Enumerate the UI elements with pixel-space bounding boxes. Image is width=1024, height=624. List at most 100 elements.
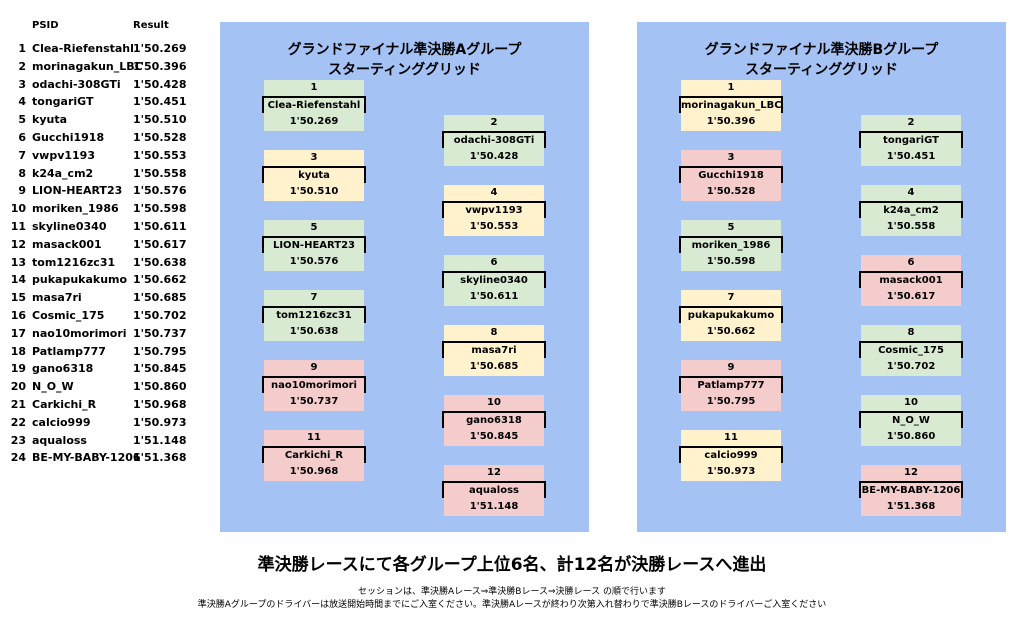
rank-number: 22: [10, 415, 26, 429]
lap-time: 1'50.795: [133, 344, 187, 358]
rank-number: 13: [10, 255, 26, 269]
group-b-title: グランドファイナル準決勝Bグループ スターティンググリッド: [637, 40, 1006, 80]
rank-number: 4: [18, 95, 26, 109]
result-row: 22 calcio999 1'50.973: [8, 414, 208, 432]
grid-driver-name: calcio999: [679, 446, 783, 463]
grid-lap-time: 1'50.685: [444, 358, 544, 376]
grid-driver-name: gano6318: [442, 411, 546, 428]
grid-driver-name: morinagakun_LBC: [679, 96, 783, 113]
grid-driver-name: tom1216zc31: [262, 306, 366, 323]
driver-psid: BE-MY-BABY-1206: [32, 451, 141, 465]
group-a-title-line1: グランドファイナル準決勝Aグループ: [287, 42, 522, 58]
driver-psid: Carkichi_R: [32, 398, 97, 411]
driver-psid: calcio999: [32, 415, 91, 429]
lap-time: 1'50.638: [133, 255, 187, 269]
driver-psid: gano6318: [32, 362, 94, 376]
grid-position: 6: [444, 255, 544, 271]
psid-header: PSID: [32, 20, 59, 31]
grid-lap-time: 1'50.611: [444, 288, 544, 306]
grid-driver-name: aqualoss: [442, 481, 546, 498]
driver-psid: aqualoss: [32, 433, 87, 447]
grid-lap-time: 1'50.617: [861, 288, 961, 306]
driver-psid: N_O_W: [32, 380, 74, 394]
grid-driver-name: Carkichi_R: [262, 446, 366, 463]
grid-lap-time: 1'50.558: [861, 218, 961, 236]
driver-psid: nao10morimori: [32, 326, 127, 340]
result-row: 17 nao10morimori 1'50.737: [8, 325, 208, 343]
driver-psid: skyline0340: [32, 220, 107, 233]
grid-lap-time: 1'50.845: [444, 428, 544, 446]
lap-time: 1'50.968: [133, 398, 187, 411]
grid-position: 2: [444, 115, 544, 131]
rank-number: 15: [10, 291, 26, 305]
lap-time: 1'50.685: [133, 291, 187, 305]
grid-position: 1: [681, 80, 781, 96]
grid-position: 2: [861, 115, 961, 131]
grid-lap-time: 1'50.737: [264, 393, 364, 411]
grid-driver-name: LION-HEART23: [262, 236, 366, 253]
lap-time: 1'50.702: [133, 309, 187, 322]
rank-number: 6: [18, 131, 26, 144]
result-row: 6 Gucchi1918 1'50.528: [8, 129, 208, 147]
lap-time: 1'50.528: [133, 131, 187, 144]
grid-position: 4: [444, 185, 544, 201]
grid-driver-name: masack001: [859, 271, 963, 288]
driver-psid: Clea-Riefenstahl: [32, 42, 134, 55]
rank-number: 17: [10, 326, 26, 340]
lap-time: 1'50.451: [133, 95, 187, 109]
grid-position: 5: [264, 220, 364, 236]
session-order-note: セッションは、準決勝Aレース⇒準決勝Bレース⇒決勝レース の順で行います: [358, 587, 666, 597]
grid-position: 9: [681, 360, 781, 376]
grid-lap-time: 1'50.576: [264, 253, 364, 271]
grid-lap-time: 1'50.702: [861, 358, 961, 376]
entry-instructions-note: 準決勝Aグループのドライバーは放送開始時間までにご入室ください。準決勝Aレースが…: [197, 600, 827, 610]
grid-driver-name: kyuta: [262, 166, 366, 183]
result-header: Result: [133, 20, 169, 31]
grid-driver-name: Gucchi1918: [679, 166, 783, 183]
lap-time: 1'50.973: [133, 415, 187, 429]
rank-number: 16: [10, 309, 26, 322]
lap-time: 1'50.737: [133, 326, 187, 340]
grid-position: 9: [264, 360, 364, 376]
grid-lap-time: 1'51.368: [861, 498, 961, 516]
grid-position: 10: [444, 395, 544, 411]
grid-position: 7: [681, 290, 781, 306]
rank-number: 3: [18, 77, 26, 91]
lap-time: 1'50.598: [133, 202, 187, 216]
driver-psid: Patlamp777: [32, 344, 106, 358]
lap-time: 1'50.558: [133, 166, 187, 180]
result-row: 16 Cosmic_175 1'50.702: [8, 307, 208, 325]
grid-lap-time: 1'50.428: [444, 148, 544, 166]
driver-psid: LION-HEART23: [32, 184, 123, 198]
rank-number: 24: [10, 451, 26, 465]
driver-psid: Cosmic_175: [32, 309, 105, 322]
rank-number: 2: [18, 59, 26, 73]
grid-driver-name: tongariGT: [859, 131, 963, 148]
grid-driver-name: skyline0340: [442, 271, 546, 288]
driver-psid: Gucchi1918: [32, 131, 105, 144]
grid-position: 7: [264, 290, 364, 306]
grid-position: 3: [264, 150, 364, 166]
lap-time: 1'50.553: [133, 148, 187, 162]
grid-position: 3: [681, 150, 781, 166]
grid-driver-name: moriken_1986: [679, 236, 783, 253]
